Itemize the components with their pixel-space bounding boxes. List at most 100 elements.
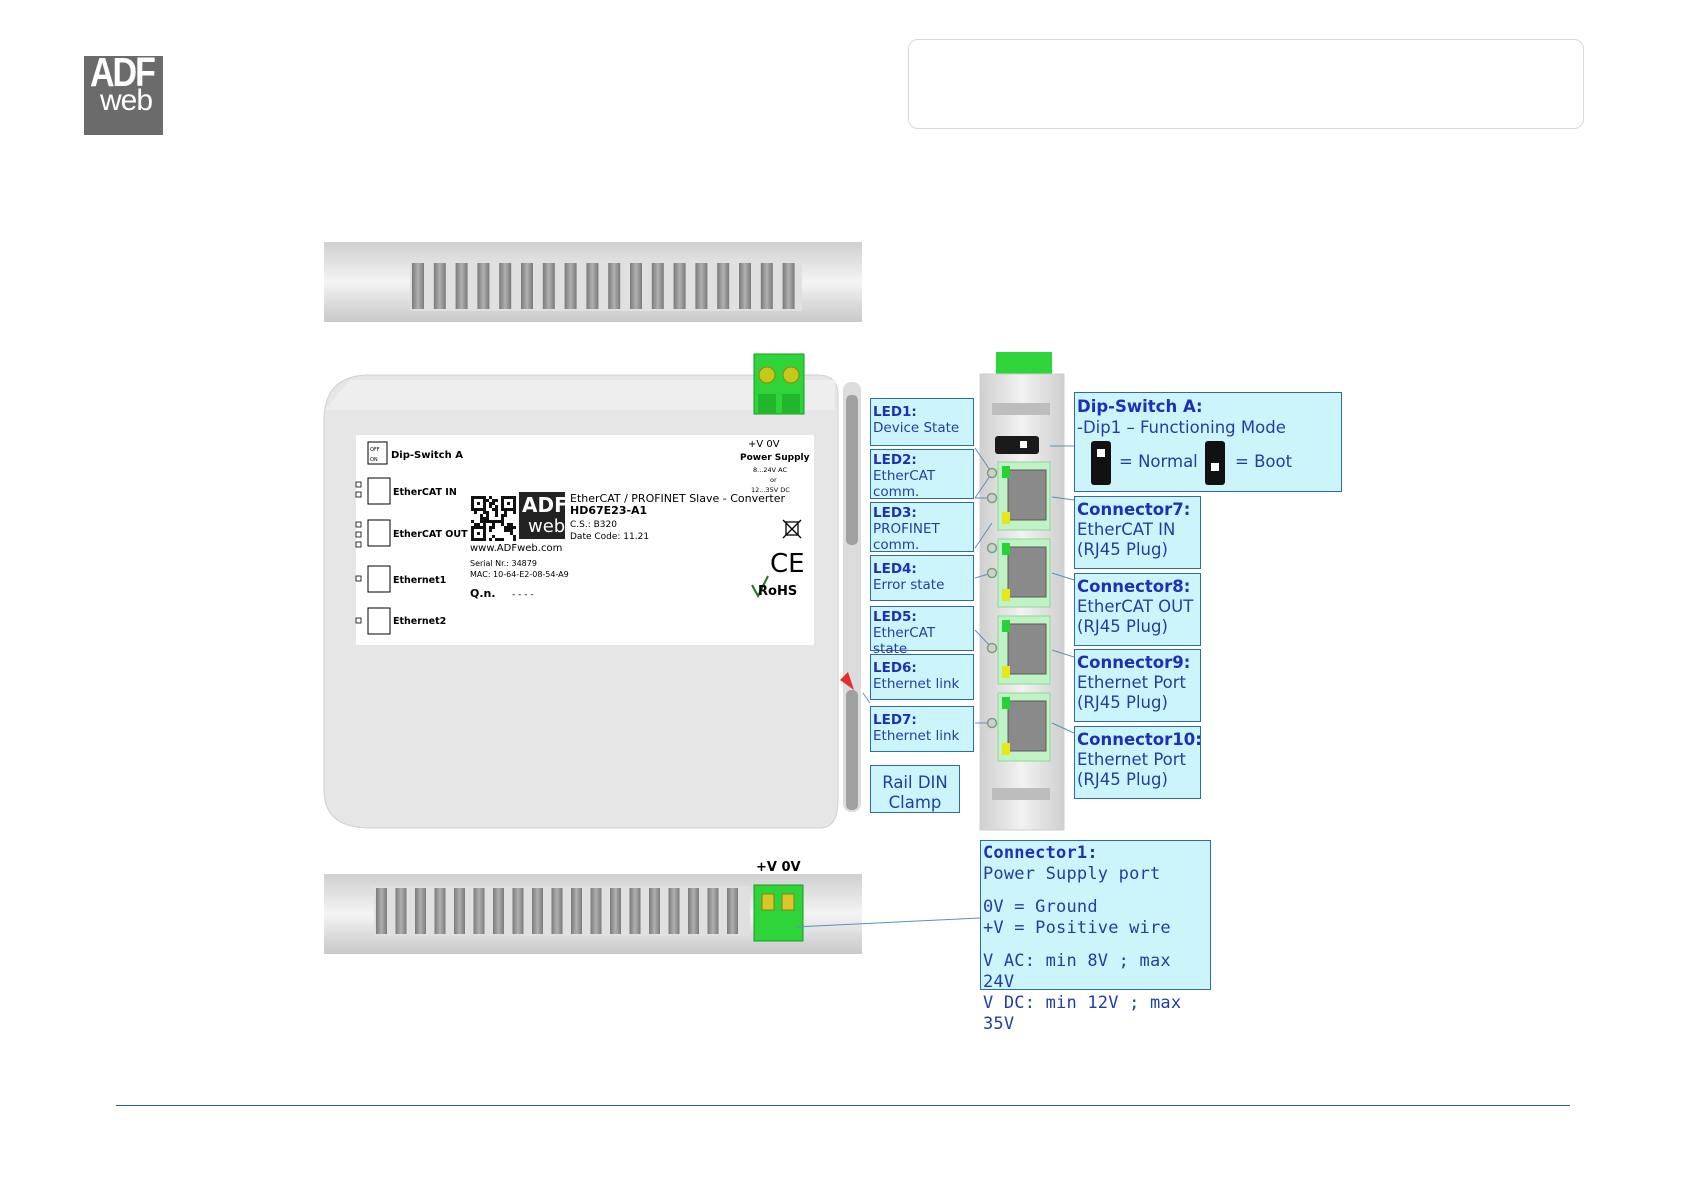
vent-slot [590,888,602,934]
led4-title: LED4: [873,561,917,577]
conn9-title: Connector9: [1077,653,1191,672]
conn7-title: Connector7: [1077,500,1191,519]
callout-rail-din: Rail DIN Clamp [870,765,960,813]
conn1-vdc: V DC: min 12V ; max 35V [983,993,1182,1034]
rail-clamp-arrow-icon [840,672,854,690]
led4-desc: Error state [873,577,945,593]
label-logo-icon [519,492,565,539]
top-view [324,242,862,322]
conn1-title: Connector1: [983,843,1098,863]
conn1-vac: V AC: min 8V ; max 24V [983,951,1171,992]
callout-dip-switch: Dip-Switch A: -Dip1 – Functioning Mode =… [1074,392,1342,492]
vent-slot [707,888,719,934]
label-serial: Serial Nr.: 34879 [470,559,537,568]
logo-line1: ADF [90,50,156,96]
label-dip-switch: Dip-Switch A [391,450,463,461]
led2-desc2: comm. [873,484,920,500]
bottom-supply-tag: +V 0V [756,860,801,875]
label-qn-value: - - - - [512,590,534,600]
label-ethernet2: Ethernet2 [393,616,446,627]
label-power-v: +V 0V [748,439,780,450]
led5-title: LED5: [873,609,917,625]
led1-title: LED1: [873,404,917,420]
side-view [979,352,1065,831]
vent-slot [551,888,563,934]
vent-slot [668,888,680,934]
led2-title: LED2: [873,452,917,468]
vent-slot [695,263,708,309]
vent-slot [412,263,424,309]
header-info-box [908,39,1584,129]
label-ethernet1: Ethernet1 [393,575,446,586]
label-model: HD67E23-A1 [570,504,647,517]
vent-slot [454,888,465,934]
dip-off-text: OFF [370,447,380,453]
conn8-line2: (RJ45 Plug) [1077,617,1168,636]
rail-line1: Rail DIN [882,773,948,792]
vent-slot [717,263,730,309]
vent-slot [688,888,699,934]
vent-slot [629,888,641,934]
rohs-mark: RoHS [758,584,797,599]
dip-on-text: ON [370,457,378,463]
dip-boot-icon [1205,441,1225,485]
dip-title: Dip-Switch A: [1077,397,1203,416]
callout-led4: LED4: Error state [870,555,974,601]
dip-normal-icon [1091,441,1111,485]
vent-slot [473,888,485,934]
vent-slot [455,263,468,309]
callout-led3: LED3: PROFINET comm. [870,502,974,553]
label-website: www.ADFweb.com [470,543,562,554]
conn8-line1: EtherCAT OUT [1077,597,1194,616]
vent-slot [760,263,773,309]
rohs-check-icon [751,575,769,599]
callout-connector10: Connector10: Ethernet Port (RJ45 Plug) [1074,726,1202,799]
led2-desc1: EtherCAT [873,468,936,484]
label-power-ac: 8...24V AC [753,466,787,474]
conn7-line1: EtherCAT IN [1077,520,1176,539]
label-ethercat-out: EtherCAT OUT [393,529,468,540]
label-cs: C.S.: B320 [570,520,617,530]
conn1-positive: +V = Positive wire [983,918,1171,938]
conn10-title: Connector10: [1077,730,1202,749]
conn10-line2: (RJ45 Plug) [1077,770,1168,789]
callout-led5: LED5: EtherCAT state [870,606,974,657]
led1-desc: Device State [873,420,960,436]
dip-desc: -Dip1 – Functioning Mode [1077,418,1286,437]
led5-desc: EtherCAT state [873,625,936,657]
label-power-dc: 12...35V DC [751,486,790,494]
conn7-line2: (RJ45 Plug) [1077,540,1168,559]
qr-code-icon [470,495,516,541]
side-dip-switch [995,436,1039,454]
ce-mark: CE [770,549,805,579]
led6-title: LED6: [873,660,917,676]
vent-slot [477,263,490,309]
logo-line2: web [100,84,153,117]
label-power-title: Power Supply [740,453,810,463]
vent-slot [608,263,621,309]
svg-text:ADF: ADF [522,493,568,517]
adfweb-logo: ADF web [84,50,163,135]
vent-slot [564,263,577,309]
vent-slot [512,888,524,934]
footer-rule [116,1105,1570,1106]
vent-slot [395,888,407,934]
conn10-line1: Ethernet Port [1077,750,1187,769]
conn9-line2: (RJ45 Plug) [1077,693,1168,712]
vent-slot [499,263,512,309]
vent-slot [586,263,599,309]
vent-slot [739,263,751,309]
label-power-or: or [770,476,777,484]
vent-slot [782,263,795,309]
vent-slot [376,888,387,934]
conn1-subtitle: Power Supply port [983,864,1161,884]
vent-slot [433,263,446,309]
bottom-view: +V 0V [324,860,862,954]
vent-slot [434,888,446,934]
label-qn: Q.n. [470,587,496,600]
rail-line2: Clamp [888,793,942,812]
conn8-title: Connector8: [1077,577,1191,596]
callout-connector9: Connector9: Ethernet Port (RJ45 Plug) [1074,649,1201,722]
label-ethercat-in: EtherCAT IN [393,487,457,498]
